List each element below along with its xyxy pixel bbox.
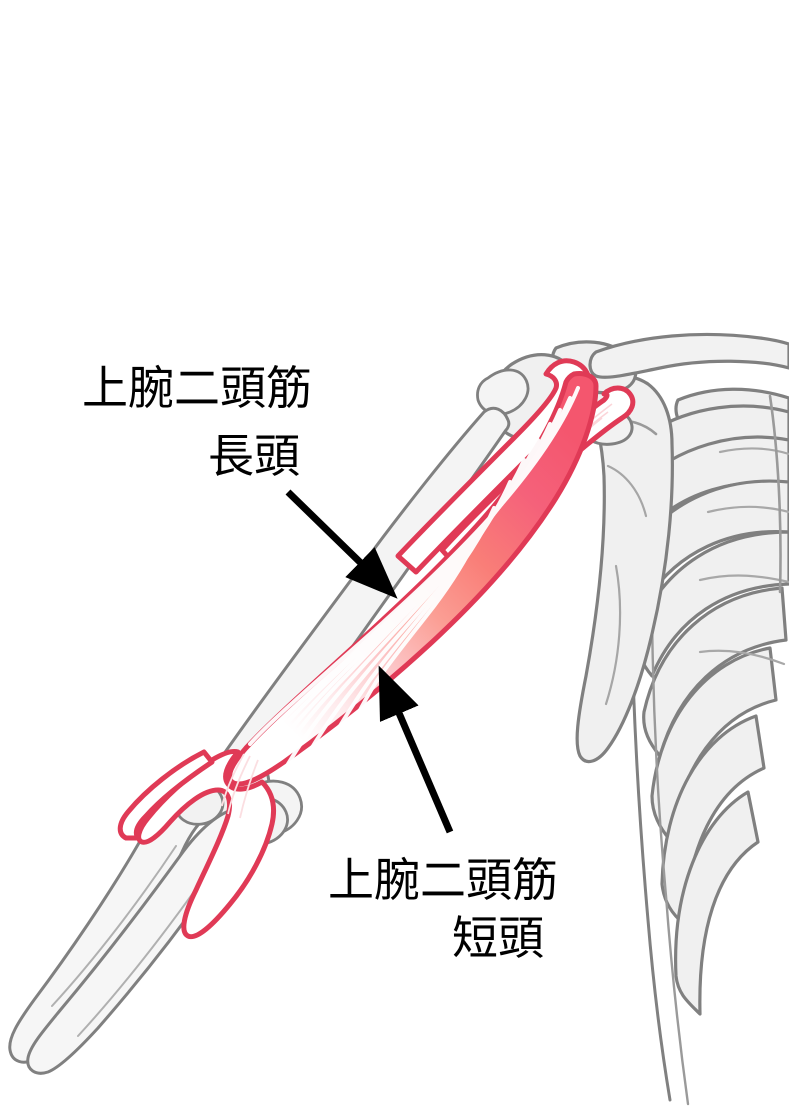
bicipital-aponeurosis [117, 749, 215, 841]
rib-9 [674, 790, 760, 1016]
distal-biceps-tendon [136, 749, 277, 940]
radius-inner-line [51, 845, 177, 1007]
leader-line-short-head [378, 665, 454, 834]
label-short-head-line1: 上腕二頭筋 [328, 853, 558, 907]
label-short-head: 上腕二頭筋 短頭 [328, 665, 558, 965]
label-long-head-line2: 長頭 [208, 429, 300, 483]
label-short-head-line2: 短頭 [452, 911, 544, 965]
rib-6 [642, 586, 788, 758]
scapula-lateral-line [604, 564, 622, 706]
clavicle [588, 332, 789, 379]
costal-cartilage-group [698, 447, 789, 666]
muscle-fiber-striations [248, 386, 580, 778]
sternum [768, 394, 782, 594]
distal-tendon-fibers [221, 753, 259, 819]
scapula-body [575, 374, 674, 764]
label-long-head-line1: 上腕二頭筋 [82, 361, 312, 415]
greater-tubercle [476, 368, 530, 416]
leader-line-long-head [285, 489, 398, 599]
label-long-head: 上腕二頭筋 長頭 [82, 361, 398, 599]
long-head-tendon [395, 358, 592, 575]
rib-7 [650, 646, 778, 842]
rib-5 [635, 530, 789, 678]
biceps-brachii-group [117, 358, 636, 940]
scapula-inner-line [606, 464, 648, 518]
